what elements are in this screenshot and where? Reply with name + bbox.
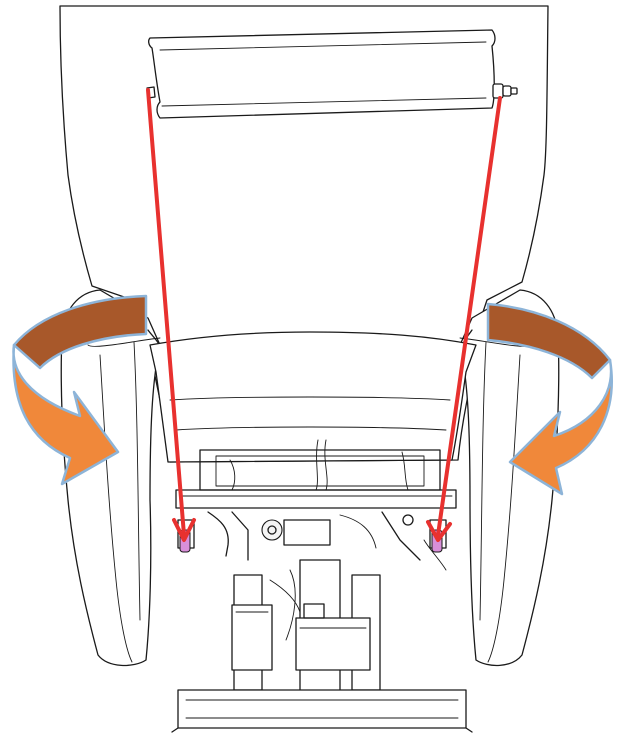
chair-base bbox=[171, 559, 473, 733]
right-guide-arrow bbox=[426, 96, 502, 542]
curved-arrow-down-left-icon bbox=[12, 294, 148, 486]
headrest-panel bbox=[146, 29, 518, 119]
guide-arrows bbox=[146, 88, 502, 542]
pin-markers bbox=[179, 529, 443, 553]
curved-arrow-down-right-icon bbox=[486, 302, 613, 496]
straight-arrow-down-icon bbox=[172, 518, 196, 542]
left-guide-arrow bbox=[146, 88, 196, 542]
straight-arrow-down-icon bbox=[426, 520, 452, 542]
left-rotation-arrow bbox=[12, 294, 148, 486]
right-rotation-arrow bbox=[486, 302, 613, 496]
seat-cushion bbox=[149, 331, 477, 463]
left-armrest bbox=[60, 289, 164, 667]
